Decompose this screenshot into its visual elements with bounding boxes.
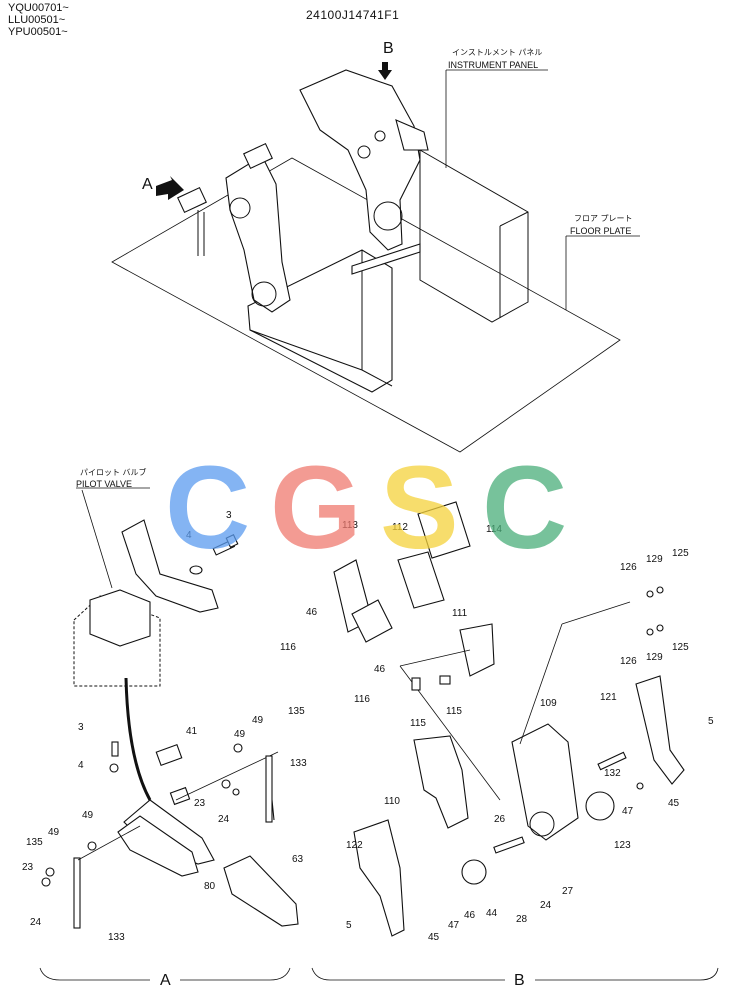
part-number-47: 47 [448,920,460,931]
part-number-116: 116 [354,694,370,705]
part-number-49: 49 [234,729,246,740]
part-number-113: 113 [342,520,358,531]
instrument-panel-box [419,149,529,323]
bracket-122 [353,819,405,937]
drawing-code: 24100J14741F1 [306,8,400,22]
part-number-126: 126 [620,656,637,667]
part-number-129: 129 [646,652,663,663]
part-number-116: 116 [280,642,296,653]
part-number-47: 47 [622,806,634,817]
part-number-123: 123 [614,840,631,851]
part-number-112: 112 [392,522,408,533]
part-number-3: 3 [78,722,84,733]
part-number-110: 110 [384,796,400,807]
part-number-135: 135 [288,706,305,717]
serial-3: YPU00501~ [8,26,68,38]
part-number-4: 4 [186,530,192,541]
plate-111 [459,623,495,677]
instrument-panel-jp-label: インストルメント パネル [452,48,543,57]
pedal-114 [417,501,471,559]
pilot-valve-label: PILOT VALVE [76,479,133,489]
part-number-63: 63 [292,854,304,865]
part-number-3: 3 [226,510,232,521]
left-pedal-bracket [225,155,291,313]
part-number-24: 24 [218,814,230,825]
part-number-135: 135 [26,837,43,848]
part-number-109: 109 [540,698,557,709]
right-pedal-bracket [299,69,421,251]
part-number-49: 49 [82,810,94,821]
pedal-112 [397,551,445,609]
section-b-label: B [514,972,525,989]
part-number-24: 24 [30,917,42,928]
part-number-80: 80 [204,881,216,892]
part-number-115: 115 [446,706,462,717]
view-a-marker: A [142,176,153,193]
part-number-24: 24 [540,900,552,911]
part-number-45: 45 [668,798,680,809]
disc-123 [585,791,615,821]
part-number-125: 125 [672,642,689,653]
disc-44 [461,859,487,885]
part-number-44: 44 [486,908,498,919]
part-number-46: 46 [464,910,476,921]
bracket-109 [511,723,579,841]
part-number-115: 115 [410,718,426,729]
part-number-28: 28 [516,914,528,925]
part-number-5: 5 [708,716,714,727]
part-number-126: 126 [620,562,637,573]
floor-plate-jp-label: フロア プレート [574,214,633,223]
part-number-26: 26 [494,814,506,825]
serial-2: LLU00501~ [8,14,66,26]
part-number-132: 132 [604,768,621,779]
part-number-46: 46 [306,607,318,618]
floor-plate-label: FLOOR PLATE [570,226,632,236]
section-a-label: A [160,972,171,989]
part-number-133: 133 [108,932,125,943]
part-number-125: 125 [672,548,689,559]
part-number-49: 49 [48,827,60,838]
view-b-marker: B [383,40,394,57]
part-number-27: 27 [562,886,574,897]
bracket-121 [635,675,685,785]
part-number-111: 111 [452,608,468,619]
part-number-133: 133 [290,758,307,769]
part-number-41: 41 [186,726,198,737]
instrument-panel-label: INSTRUMENT PANEL [448,60,539,70]
serial-1: YQU00701~ [8,2,69,14]
part-number-5: 5 [346,920,352,931]
pilot-valve-jp-label: パイロット バルブ [80,468,147,477]
part-number-122: 122 [346,840,363,851]
part-number-4: 4 [78,760,84,771]
part-number-46: 46 [374,664,386,675]
part-number-23: 23 [194,798,206,809]
part-number-129: 129 [646,554,663,565]
part-number-23: 23 [22,862,34,873]
part-number-45: 45 [428,932,440,943]
bracket-110 [413,735,469,829]
foot-rest-63 [223,855,299,927]
part-number-121: 121 [600,692,617,703]
part-number-114: 114 [486,524,502,535]
part-number-49: 49 [252,715,264,726]
pedal-lever [121,519,219,613]
